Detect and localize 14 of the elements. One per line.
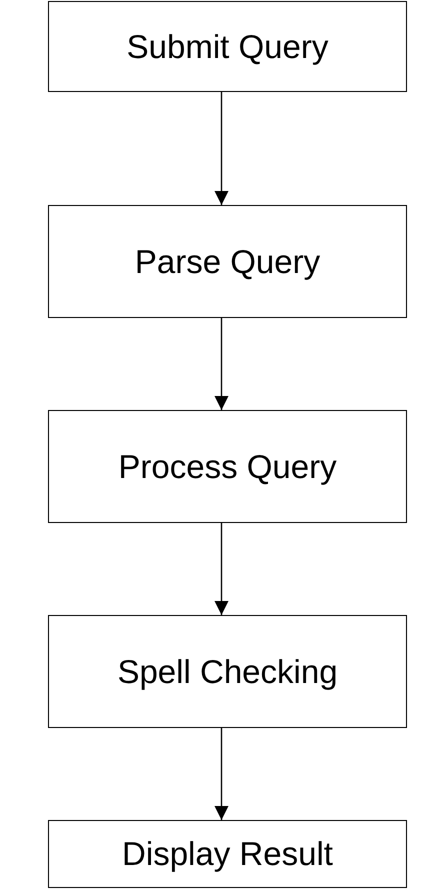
step-label: Spell Checking <box>117 652 338 690</box>
step-label: Parse Query <box>134 242 320 280</box>
process-box <box>48 410 407 523</box>
arrow <box>214 92 228 205</box>
arrow <box>214 728 228 820</box>
process-box <box>48 205 407 318</box>
process-box <box>48 1 407 92</box>
arrow <box>214 523 228 615</box>
process-box <box>48 820 407 888</box>
arrow <box>214 318 228 410</box>
process-box <box>48 615 407 728</box>
step-label: Display Result <box>122 835 333 873</box>
step-label: Process Query <box>118 448 337 486</box>
step-label: Submit Query <box>126 28 328 66</box>
